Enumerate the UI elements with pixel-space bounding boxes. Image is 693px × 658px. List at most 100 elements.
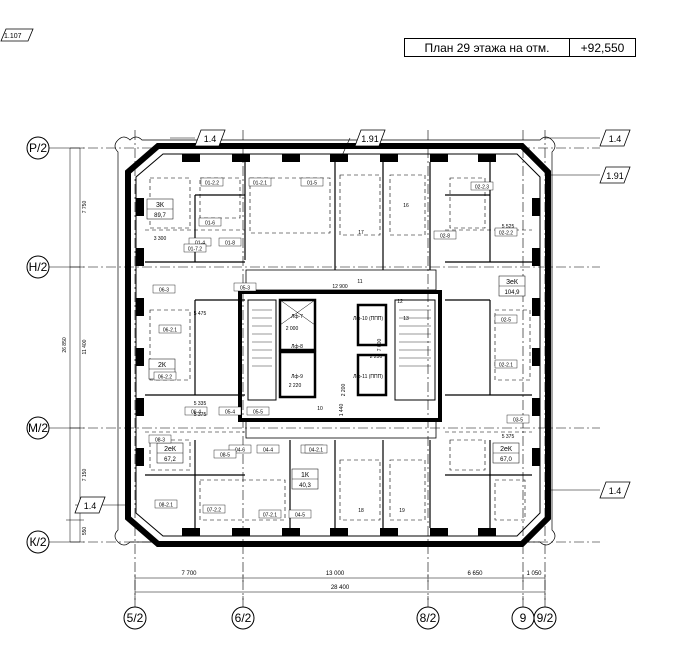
plan-elevation: +92,550	[580, 40, 625, 55]
room-tag: 02-5	[494, 314, 518, 324]
room-tag: 06-2.2	[153, 371, 177, 381]
core-label: Лф-7	[291, 314, 303, 320]
dim-inner: 2 000	[286, 326, 299, 332]
core-label: 19	[399, 508, 405, 514]
room-tag: 08-5	[213, 449, 237, 459]
title-block: План 29 этажа на отм. +92,550	[404, 38, 636, 57]
apartment-area: 89,7	[154, 213, 166, 219]
axis-label: 5/2	[127, 611, 144, 625]
room-tag-text: 06-2.2	[158, 375, 172, 381]
room-tag-text: 04-2.1	[309, 448, 323, 454]
axis-label: М/2	[28, 421, 48, 435]
dim-left: 7 150	[82, 469, 88, 482]
dim-bottom-lines	[134, 574, 546, 596]
axis-label: 9	[520, 611, 527, 625]
callout-tag: 1.4	[599, 129, 631, 147]
apartment-area: 40,3	[299, 483, 311, 489]
room-tag-text: 01-6	[205, 221, 215, 227]
sheet-tag-text: 1.107	[4, 33, 22, 40]
dim-left-lines	[66, 147, 84, 543]
room-tag-text: 04-5	[295, 513, 305, 519]
room-tag-text: 06-4	[191, 410, 201, 416]
dim-inner: 5 525	[502, 224, 515, 230]
dim-inner: 3 300	[154, 236, 167, 242]
core-labels: Лф-7Лф-8Лф-9Лф-10 (ППП)Лф-11 (ППП)161718…	[291, 203, 409, 514]
sheet-tag: 1.107	[0, 28, 34, 44]
dim-bottom: 7 700	[181, 571, 197, 577]
core-label: 17	[358, 230, 364, 236]
core-label: 10	[317, 406, 323, 412]
dim-inner: 2 220	[289, 383, 302, 389]
apartment-area: 67,0	[500, 457, 512, 463]
core-label: Лф-11 (ППП)	[353, 374, 383, 380]
room-tag-text: 08-5	[220, 453, 230, 459]
axis-label: 8/2	[420, 611, 437, 625]
room-tag: 07-2.1	[258, 509, 282, 519]
room-tag: 03-5	[506, 414, 530, 424]
room-tag: 02-2.1	[494, 359, 518, 369]
central-core	[238, 269, 442, 439]
perimeter-columns	[136, 154, 540, 536]
dim-bottom: 6 650	[467, 571, 483, 577]
room-tag: 05-5	[246, 406, 270, 416]
room-tag: 08-3	[148, 434, 172, 444]
axis-label: Н/2	[29, 260, 48, 274]
apartment-type: 3К	[156, 202, 165, 209]
axis-marker-n-2: Н/2	[26, 255, 66, 279]
room-tag: 04-4	[256, 444, 280, 454]
callout-leaders	[75, 137, 600, 506]
dim-inner: 1 440	[339, 404, 345, 417]
axis-marker-p-2: Р/2	[26, 136, 66, 160]
callout-text: 1.91	[606, 171, 624, 181]
dim-inner: 5 475	[194, 311, 207, 317]
room-tag-text: 07-2.1	[263, 513, 277, 519]
core-label: 11	[357, 279, 362, 285]
room-tag-text: 04-6	[235, 448, 245, 454]
room-tag: 02-2.2	[494, 227, 518, 237]
dim-inner: 7 000	[377, 339, 383, 352]
room-tag-text: 08-2.1	[159, 503, 173, 509]
dim-inner: 2 250	[370, 354, 383, 360]
axis-marker-8-2: 8/2	[416, 596, 440, 630]
dim-inner: 2 200	[341, 384, 347, 397]
apartment-type: 3еК	[506, 279, 519, 286]
interior-partitions	[145, 162, 532, 528]
room-tag-text: 02-2.2	[499, 231, 513, 237]
room-tag-text: 01-8	[225, 241, 235, 247]
room-tag-text: 05-5	[253, 410, 263, 416]
room-tag-text: 01-2.2	[205, 181, 219, 187]
callout-tag: 1.4	[194, 129, 226, 147]
room-tag: 06-3	[152, 284, 176, 294]
room-tag-text: 02-2.3	[475, 185, 489, 191]
core-label: 16	[403, 203, 409, 209]
callout-tag: 1.91	[599, 166, 631, 184]
room-tag: 02-2.3	[470, 181, 494, 191]
dim-left: 7 750	[82, 201, 88, 214]
room-tag-text: 06-2.1	[163, 328, 177, 334]
room-tag-text: 01-2.1	[253, 181, 267, 187]
sheet-tag-frame: 1.107	[0, 28, 34, 42]
room-tag-text: 03-5	[513, 418, 523, 424]
callout-tag: 1.91	[354, 129, 386, 147]
core-label: Лф-9	[291, 374, 303, 380]
room-tag: 06-2.1	[158, 324, 182, 334]
room-tag-text: 05-4	[225, 410, 235, 416]
room-tag-text: 02-8	[440, 234, 450, 240]
room-tag: 04-5	[288, 509, 312, 519]
room-tag: 04-6	[228, 444, 252, 454]
axis-label: Р/2	[29, 141, 47, 155]
room-tag: 05-4	[218, 406, 242, 416]
horizontal-axis-markers: Р/2Н/2М/2К/2	[26, 136, 66, 554]
callout-text: 1.4	[204, 134, 217, 144]
room-tag: 01-7.2	[183, 243, 207, 253]
dim-bottom: 1 050	[526, 571, 542, 577]
room-tag-text: 02-5	[501, 318, 511, 324]
plan-title: План 29 этажа на отм.	[405, 39, 570, 56]
